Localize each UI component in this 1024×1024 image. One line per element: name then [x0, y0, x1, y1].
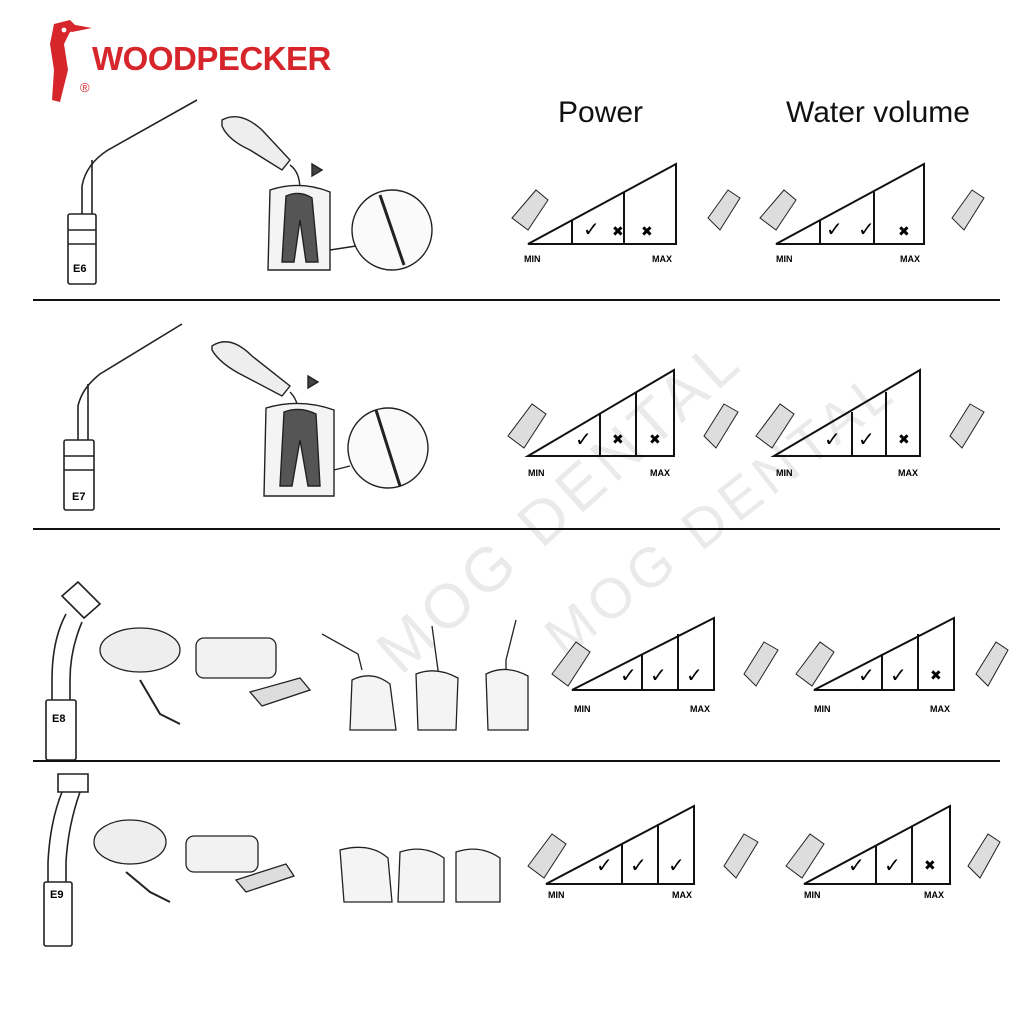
handpiece-icon — [951, 189, 985, 231]
handpiece-icon — [795, 641, 835, 687]
tip-e7-illustration — [63, 323, 183, 511]
tooth-procedure-illustration — [211, 341, 429, 497]
handpiece-icon — [707, 189, 741, 231]
handpiece-icon — [785, 833, 825, 879]
handpiece-icon — [967, 833, 1001, 879]
max-label: MAX — [924, 890, 944, 900]
water-chart-e8: ✓ ✓ ✖ MIN MAX — [795, 616, 1009, 714]
water-mark: ✖ — [898, 432, 910, 448]
power-mark: ✓ — [575, 427, 592, 451]
water-mark: ✓ — [890, 663, 907, 687]
min-label: MIN — [524, 254, 541, 264]
handpiece-icon — [507, 403, 547, 449]
max-label: MAX — [672, 890, 692, 900]
water-chart-e7: ✓ ✓ ✖ MIN MAX — [755, 368, 985, 478]
power-header: Power — [558, 96, 644, 129]
handpiece-icon — [949, 403, 985, 449]
max-label: MAX — [690, 704, 710, 714]
tooth-procedure-illustration — [221, 116, 433, 271]
woodpecker-bird-icon — [50, 20, 92, 102]
tip-code: E8 — [52, 713, 65, 725]
woodpecker-logo: WOODPECKER ® — [40, 10, 331, 110]
power-chart-e6: ✓ ✖ ✖ MIN MAX — [511, 162, 741, 264]
row-divider — [33, 760, 1000, 762]
power-mark: ✓ — [620, 663, 637, 687]
min-label: MIN — [776, 468, 793, 478]
power-mark: ✖ — [649, 432, 661, 448]
water-chart-e6: ✓ ✓ ✖ MIN MAX — [759, 162, 985, 264]
max-label: MAX — [650, 468, 670, 478]
min-label: MIN — [574, 704, 591, 714]
handpiece-icon — [511, 189, 549, 231]
power-chart-e9: ✓ ✓ ✓ MIN MAX — [527, 804, 759, 900]
water-mark: ✖ — [924, 858, 936, 874]
procedure-illustrations — [93, 819, 501, 903]
water-chart-e9: ✓ ✓ ✖ MIN MAX — [785, 804, 1001, 900]
water-mark: ✓ — [884, 853, 901, 877]
water-mark: ✓ — [858, 663, 875, 687]
max-label: MAX — [930, 704, 950, 714]
handpiece-icon — [759, 189, 797, 231]
power-mark: ✓ — [686, 663, 703, 687]
tip-e6-illustration — [67, 99, 198, 285]
water-mark: ✖ — [930, 668, 942, 684]
min-label: MIN — [528, 468, 545, 478]
tip-e8-illustration — [45, 580, 102, 760]
procedure-illustrations — [99, 619, 529, 731]
max-label: MAX — [898, 468, 918, 478]
water-mark: ✓ — [848, 853, 865, 877]
max-label: MAX — [652, 254, 672, 264]
power-mark: ✓ — [583, 217, 600, 241]
handpiece-icon — [703, 403, 739, 449]
power-mark: ✓ — [668, 853, 685, 877]
power-chart-e7: ✓ ✖ ✖ MIN MAX — [507, 368, 739, 478]
water-mark: ✖ — [898, 224, 910, 240]
water-mark: ✓ — [824, 427, 841, 451]
water-mark: ✓ — [826, 217, 843, 241]
tip-code: E6 — [73, 263, 86, 275]
handpiece-icon — [755, 403, 795, 449]
power-mark: ✓ — [596, 853, 613, 877]
registered-mark: ® — [80, 80, 90, 95]
max-label: MAX — [900, 254, 920, 264]
power-mark: ✖ — [612, 224, 624, 240]
row-divider — [33, 528, 1000, 530]
handpiece-icon — [551, 641, 591, 687]
min-label: MIN — [776, 254, 793, 264]
water-volume-header: Water volume — [786, 96, 970, 129]
handpiece-icon — [975, 641, 1009, 687]
tip-e9-illustration — [43, 773, 89, 947]
row-divider — [33, 299, 1000, 301]
water-mark: ✓ — [858, 217, 875, 241]
power-mark: ✓ — [630, 853, 647, 877]
min-label: MIN — [804, 890, 821, 900]
handpiece-icon — [527, 833, 567, 879]
tip-code: E7 — [72, 491, 85, 503]
power-mark: ✓ — [650, 663, 667, 687]
handpiece-icon — [743, 641, 779, 687]
min-label: MIN — [814, 704, 831, 714]
power-chart-e8: ✓ ✓ ✓ MIN MAX — [551, 616, 779, 714]
power-mark: ✖ — [641, 224, 653, 240]
tip-code: E9 — [50, 889, 63, 901]
brand-name: WOODPECKER — [92, 40, 331, 77]
handpiece-icon — [723, 833, 759, 879]
water-mark: ✓ — [858, 427, 875, 451]
min-label: MIN — [548, 890, 565, 900]
power-mark: ✖ — [612, 432, 624, 448]
